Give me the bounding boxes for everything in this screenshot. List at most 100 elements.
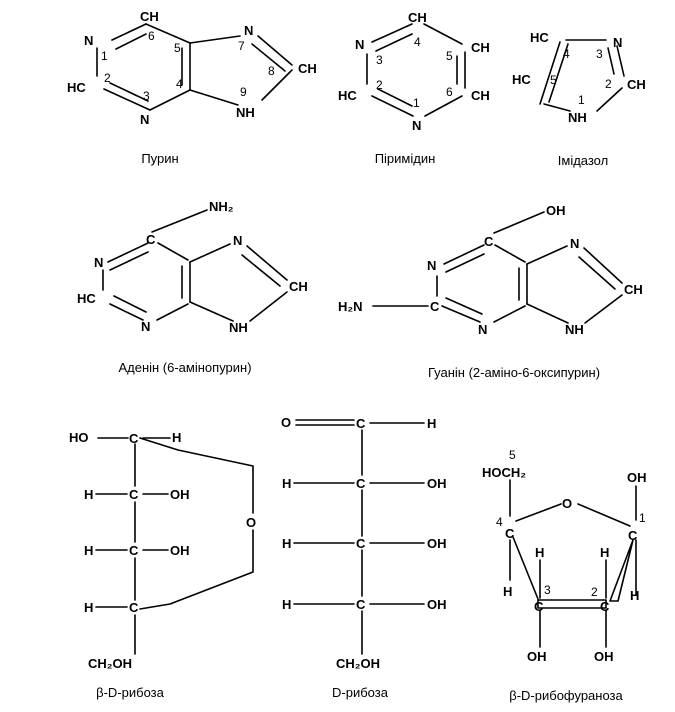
bond	[103, 88, 151, 111]
atom-label: OH	[427, 597, 447, 612]
bond	[107, 242, 149, 263]
bond	[115, 33, 147, 50]
bond	[607, 47, 615, 75]
atom-label: NH	[236, 105, 255, 120]
ring-number: 5	[509, 448, 516, 462]
bond	[377, 88, 413, 107]
atom-label: OH	[170, 543, 190, 558]
atom-label: HO	[69, 430, 89, 445]
atom-label: HC	[530, 30, 549, 45]
bond	[493, 305, 526, 323]
ring-number: 7	[238, 39, 245, 53]
bond	[515, 503, 562, 522]
atom-label: C	[484, 234, 494, 249]
atom-label: H	[503, 584, 512, 599]
bond	[246, 245, 288, 281]
bond	[596, 87, 623, 112]
ring-bond-upper	[139, 437, 254, 514]
atom-label: OH	[627, 470, 647, 485]
ring-number: 3	[544, 583, 551, 597]
ring-number: 3	[596, 47, 603, 61]
atom-label: C	[430, 299, 440, 314]
caption-beta-d-ribose: β-D-рибоза	[96, 685, 165, 700]
bond	[493, 211, 545, 234]
atom-label: CH	[140, 9, 159, 24]
bond	[371, 95, 414, 117]
atom-label: N	[244, 23, 253, 38]
ring-number: 6	[148, 29, 155, 43]
atom-label: O	[281, 415, 291, 430]
ring-number: 4	[176, 77, 183, 91]
atom-label: C	[600, 599, 610, 614]
atom-label: H	[84, 487, 93, 502]
atom-label: CH	[624, 282, 643, 297]
bond	[494, 244, 526, 263]
atom-label: H	[282, 597, 291, 612]
atom-label: C	[628, 528, 638, 543]
bond	[583, 247, 623, 284]
pyrimidine-structure: CH N CH HC CH N 3 4 5 2 6 1 Піримідин	[338, 10, 490, 166]
bond	[445, 253, 485, 273]
atom-label: CH	[627, 77, 646, 92]
atom-label: HC	[338, 88, 357, 103]
d-ribose-structure: O C H H C OH H C OH H C OH CH₂OH D-рибоз…	[281, 415, 447, 700]
atom-label: H₂N	[338, 299, 363, 314]
bond	[445, 297, 483, 315]
bond	[241, 254, 281, 287]
bond	[151, 209, 208, 233]
atom-label: H	[84, 543, 93, 558]
atom-label: NH₂	[209, 199, 234, 214]
bond	[109, 82, 149, 102]
atom-label: HC	[77, 291, 96, 306]
wedge-bond	[537, 599, 607, 609]
bond	[526, 303, 569, 324]
purine-structure: CH N HC N N CH NH 1 2 3 4 5 6 7 8 9 Пури…	[67, 9, 317, 166]
atom-label: N	[570, 236, 579, 251]
bond	[261, 69, 293, 101]
atom-label: N	[427, 258, 436, 273]
bond	[111, 23, 147, 41]
ring-number: 2	[376, 78, 383, 92]
atom-label: C	[129, 487, 139, 502]
bond	[443, 244, 485, 265]
caption-guanine: Гуанін (2-аміно-6-оксипурин)	[428, 365, 600, 380]
atom-label: H	[84, 600, 93, 615]
atom-label: H	[282, 476, 291, 491]
atom-label: C	[356, 416, 366, 431]
atom-label: C	[129, 431, 139, 446]
atom-label: N	[141, 319, 150, 334]
bond	[577, 503, 631, 527]
atom-label: CH	[408, 10, 427, 25]
bond	[539, 41, 561, 105]
ring-number: 4	[496, 515, 503, 529]
atom-label: C	[356, 476, 366, 491]
caption-pyrimidine: Піримідин	[375, 151, 436, 166]
caption-adenine: Аденін (6-амінопурин)	[118, 360, 251, 375]
atom-label: N	[84, 33, 93, 48]
ring-bond-lower	[139, 529, 254, 610]
atom-label: NH	[565, 322, 584, 337]
atom-label: H	[282, 536, 291, 551]
ring-number: 2	[605, 77, 612, 91]
atom-label: CH	[289, 279, 308, 294]
bond	[149, 89, 191, 111]
ring-number: 3	[376, 53, 383, 67]
atom-label: C	[356, 536, 366, 551]
atom-label: CH	[471, 40, 490, 55]
ring-number: 8	[268, 64, 275, 78]
guanine-structure: OH C N N CH H₂N C N NH Гуанін (2-аміно-6…	[338, 203, 643, 380]
atom-label: H	[172, 430, 181, 445]
atom-label: OH	[427, 536, 447, 551]
bond	[584, 294, 623, 324]
atom-label: HOCH₂	[482, 465, 526, 480]
ring-number: 1	[578, 93, 585, 107]
wedge-bond	[609, 539, 634, 602]
atom-label: N	[94, 255, 103, 270]
ring-number: 6	[446, 85, 453, 99]
imidazole-structure: HC N HC CH NH 4 3 5 2 1 Імідазол	[512, 30, 646, 168]
atom-label: H	[535, 545, 544, 560]
bond	[616, 45, 625, 77]
atom-label: OH	[594, 649, 614, 664]
ring-number: 5	[550, 73, 557, 87]
